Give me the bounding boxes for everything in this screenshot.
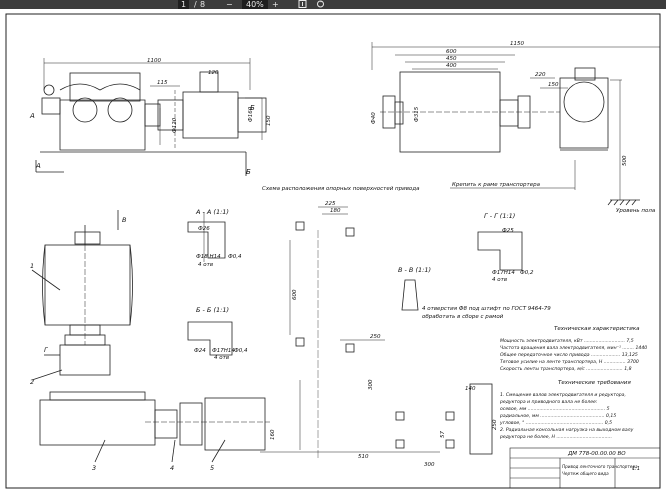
callout-5: 5 — [210, 464, 214, 472]
tol-phi26: Ф26 — [198, 226, 210, 232]
drawing-sheet: 1100 115 120 Ф120 Ф160 150 А А Б Б 1150 … — [5, 13, 661, 489]
rotate-icon[interactable] — [316, 0, 325, 10]
tech-title: Техническая характеристика — [554, 326, 640, 332]
req-line-6: редуктора не более, Н ..................… — [499, 434, 612, 440]
zoom-in-button[interactable]: + — [272, 0, 279, 9]
req-line-0: 1. Смещение валов электродвигателя и ред… — [500, 392, 626, 398]
plan-view-drive — [31, 210, 270, 463]
holes-note: 4 отверстия Ф8 под штифт по ГОСТ 9464-79 — [422, 306, 551, 312]
dim-140: 140 — [465, 386, 476, 392]
dim-phi160: Ф160 — [248, 106, 254, 122]
section-VV — [401, 279, 419, 311]
tol-phi17: Ф17Н14 — [492, 270, 515, 276]
section-AA — [187, 212, 226, 262]
dim-1100: 1100 — [147, 58, 161, 64]
view-VV-title: В - В (1:1) — [398, 266, 431, 274]
tech-line-4: Скорость ленты транспортера, м/с .......… — [500, 366, 632, 372]
fit-page-icon[interactable] — [298, 0, 307, 10]
section-mark-A-left: А — [29, 112, 35, 120]
tech-line-0: Мощность электродвигателя, кВт .........… — [500, 338, 634, 344]
req-line-5: 2. Радиальная консольная нагрузка на вых… — [500, 427, 634, 433]
title-name: Привод ленточного транспортера — [562, 464, 638, 469]
view-AA-title: А - А (1:1) — [195, 208, 229, 216]
dim-250b: 250 — [492, 419, 498, 430]
dim-120: 120 — [208, 70, 219, 76]
tol-phi17-count-b: 4 отв — [214, 355, 229, 361]
tol-phi04-a: Ф0,4 — [228, 254, 242, 260]
front-view-drive-drum — [371, 42, 660, 206]
page-separator: / — [194, 0, 197, 9]
section-mark-B-mid: Б — [246, 168, 251, 176]
pdf-toolbar: 1 / 8 − 40% + — [0, 0, 666, 9]
title-scale: 1:1 — [632, 466, 640, 472]
callout-V: В — [122, 216, 127, 224]
zoom-level[interactable]: 40% — [242, 0, 268, 9]
req-line-2: осевое, мм .............................… — [500, 406, 610, 412]
dim-150: 150 — [266, 115, 272, 126]
dim-600: 600 — [446, 49, 457, 55]
floor-level-note: Уровень пола — [616, 208, 656, 214]
title-block — [509, 447, 661, 489]
dim-500: 500 — [622, 155, 628, 166]
dim-160: 160 — [270, 429, 276, 440]
tol-phi25: Ф25 — [502, 228, 514, 234]
dim-300b: 300 — [424, 462, 435, 468]
dim-300: 300 — [368, 379, 374, 390]
frame-mount-note: Крепить к раме транспортера — [452, 182, 541, 188]
tech-line-3: Тяговое усилие на ленте транспортера, Н … — [500, 359, 639, 365]
callout-3: 3 — [92, 464, 96, 472]
tol-phi02: Ф0,2 — [520, 270, 534, 276]
dim-115: 115 — [157, 80, 168, 86]
side-view-gearbox-motor — [35, 58, 267, 176]
tol-phi18-count: 4 отв — [198, 262, 213, 268]
tol-phi18: Ф18 Н14 — [196, 254, 221, 260]
dim-phi120: Ф120 — [172, 117, 178, 133]
holes-note-2: обработать в сборе с рамой — [422, 314, 504, 320]
title-name-2: Чертеж общего вида — [562, 471, 609, 476]
title-code: ДМ 778-00.00.00 ВО — [567, 451, 626, 457]
callout-2: 2 — [30, 378, 34, 386]
section-mark-B-right: Б — [250, 104, 255, 112]
dim-220: 220 — [535, 72, 546, 78]
req-line-4: угловое, ° .............................… — [499, 420, 612, 426]
page-number-input[interactable]: 1 — [178, 0, 190, 9]
view-BB-title: Б - Б (1:1) — [196, 306, 229, 314]
dim-1150: 1150 — [510, 41, 524, 47]
zoom-out-button[interactable]: − — [226, 0, 233, 9]
section-mark-A-bottom: А — [35, 162, 41, 170]
tech-line-2: Общее передаточное число привода .......… — [500, 352, 638, 358]
callout-1: 1 — [30, 262, 34, 270]
dim-phi40: Ф40 — [371, 112, 377, 124]
dim-225: 225 — [325, 201, 336, 207]
dim-510: 510 — [358, 454, 369, 460]
scheme-caption: Схема расположения опорных поверхностей … — [262, 186, 420, 192]
callout-4: 4 — [170, 464, 174, 472]
dim-150b: 150 — [548, 82, 559, 88]
page-total: 8 — [200, 0, 206, 9]
dim-250: 250 — [370, 334, 381, 340]
section-BB — [187, 321, 233, 356]
tol-phi17-b: Ф17Н14 — [212, 348, 235, 354]
tol-phi04-b: Ф0,4 — [234, 348, 248, 354]
section-GG — [477, 231, 523, 271]
tol-phi17-count: 4 отв — [492, 277, 507, 283]
dim-450: 450 — [446, 56, 457, 62]
callout-G: Г — [44, 346, 49, 354]
req-line-3: радиальное, мм .........................… — [499, 413, 616, 419]
dim-phi315: Ф315 — [414, 106, 420, 122]
view-GG-title: Г - Г (1:1) — [484, 212, 515, 220]
tol-phi24: Ф24 — [194, 348, 206, 354]
dim-180: 180 — [330, 208, 341, 214]
tech-line-1: Частота вращения вала электродвигателя, … — [500, 345, 647, 351]
support-layout — [260, 206, 493, 460]
dim-600b: 600 — [292, 289, 298, 300]
req-line-1: редуктора и приводного вала не более: — [499, 399, 598, 405]
req-title: Технические требования — [558, 380, 631, 386]
dim-57: 57 — [440, 431, 446, 438]
dim-400: 400 — [446, 63, 457, 69]
